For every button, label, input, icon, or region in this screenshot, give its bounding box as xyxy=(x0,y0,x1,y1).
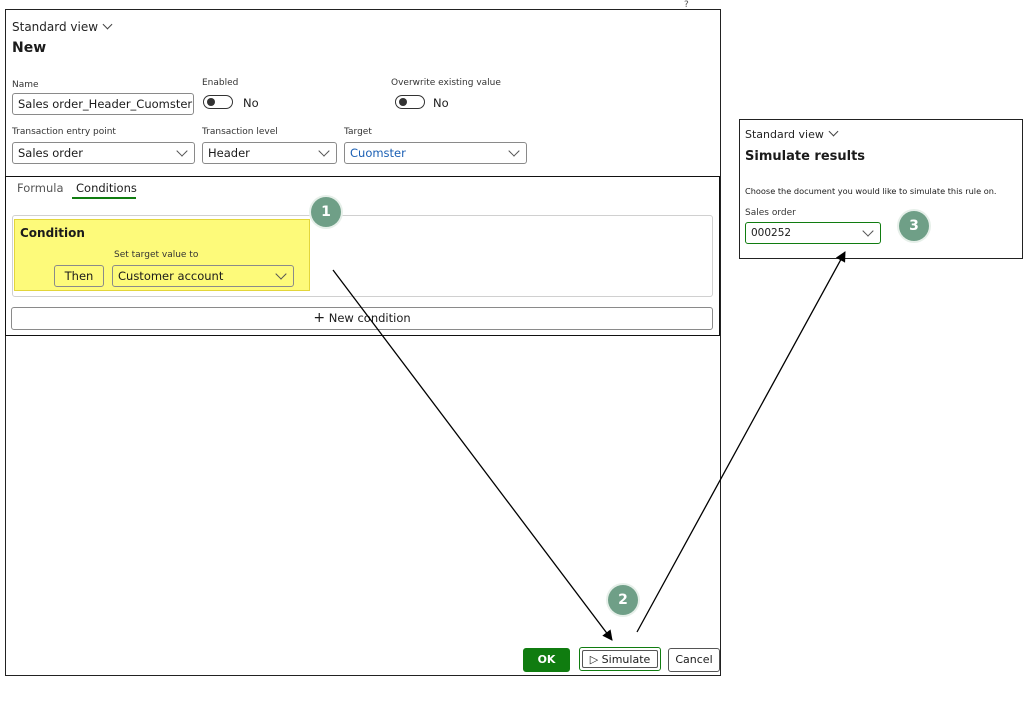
set-target-select[interactable]: Customer account xyxy=(112,265,294,287)
name-input[interactable]: Sales order_Header_Cuomster xyxy=(12,93,194,115)
arrow-condition-to-simulate xyxy=(332,269,613,641)
simulate-button-inner: ▷ Simulate xyxy=(582,650,658,668)
toggle-knob xyxy=(207,98,215,106)
condition-card xyxy=(12,215,713,297)
tab-conditions[interactable]: Conditions xyxy=(76,181,137,195)
level-value: Header xyxy=(208,146,250,160)
entry-point-select[interactable]: Sales order xyxy=(12,142,195,164)
set-target-value: Customer account xyxy=(118,269,224,283)
sales-order-value: 000252 xyxy=(751,227,792,239)
callout-badge-2: 2 xyxy=(608,585,638,615)
toggle-knob xyxy=(399,98,407,106)
set-target-label: Set target value to xyxy=(114,250,199,260)
target-select[interactable]: Cuomster xyxy=(344,142,527,164)
name-label: Name xyxy=(12,80,39,90)
tab-conditions-label: Conditions xyxy=(76,181,137,195)
active-tab-indicator xyxy=(72,197,136,199)
page-title: New xyxy=(12,40,47,56)
enabled-toggle[interactable] xyxy=(203,95,233,109)
sim-view-selector[interactable]: Standard view xyxy=(745,126,839,141)
enabled-value: No xyxy=(243,96,259,110)
entry-point-label: Transaction entry point xyxy=(12,127,116,137)
enabled-label: Enabled xyxy=(202,78,239,88)
view-selector[interactable]: Standard view xyxy=(12,19,113,34)
plus-icon: + xyxy=(313,310,326,326)
condition-heading: Condition xyxy=(20,226,85,240)
simulate-label: Simulate xyxy=(601,653,651,666)
entry-point-value: Sales order xyxy=(18,146,83,160)
help-icon[interactable]: ? xyxy=(684,0,689,10)
play-icon: ▷ xyxy=(589,653,599,666)
sim-title: Simulate results xyxy=(745,149,866,164)
callout-badge-1: 1 xyxy=(311,197,341,227)
sales-order-label: Sales order xyxy=(745,208,796,218)
ok-button[interactable]: OK xyxy=(523,648,570,672)
level-select[interactable]: Header xyxy=(202,142,337,164)
then-label: Then xyxy=(54,265,104,287)
sim-view-label: Standard view xyxy=(745,128,824,141)
overwrite-value: No xyxy=(433,96,449,110)
cancel-button[interactable]: Cancel xyxy=(668,648,720,672)
overwrite-label: Overwrite existing value xyxy=(391,78,501,88)
sales-order-select[interactable]: 000252 xyxy=(745,222,881,244)
tab-formula[interactable]: Formula xyxy=(17,181,64,195)
arrow-simulate-to-results xyxy=(636,251,846,633)
target-label: Target xyxy=(344,127,372,137)
rule-editor-panel xyxy=(5,9,721,676)
target-value: Cuomster xyxy=(350,146,406,160)
callout-badge-3: 3 xyxy=(899,211,929,241)
overwrite-toggle[interactable] xyxy=(395,95,425,109)
view-label: Standard view xyxy=(12,20,99,34)
simulate-button[interactable]: ▷ Simulate xyxy=(579,647,661,671)
level-label: Transaction level xyxy=(202,127,278,137)
sim-description: Choose the document you would like to si… xyxy=(745,186,997,196)
